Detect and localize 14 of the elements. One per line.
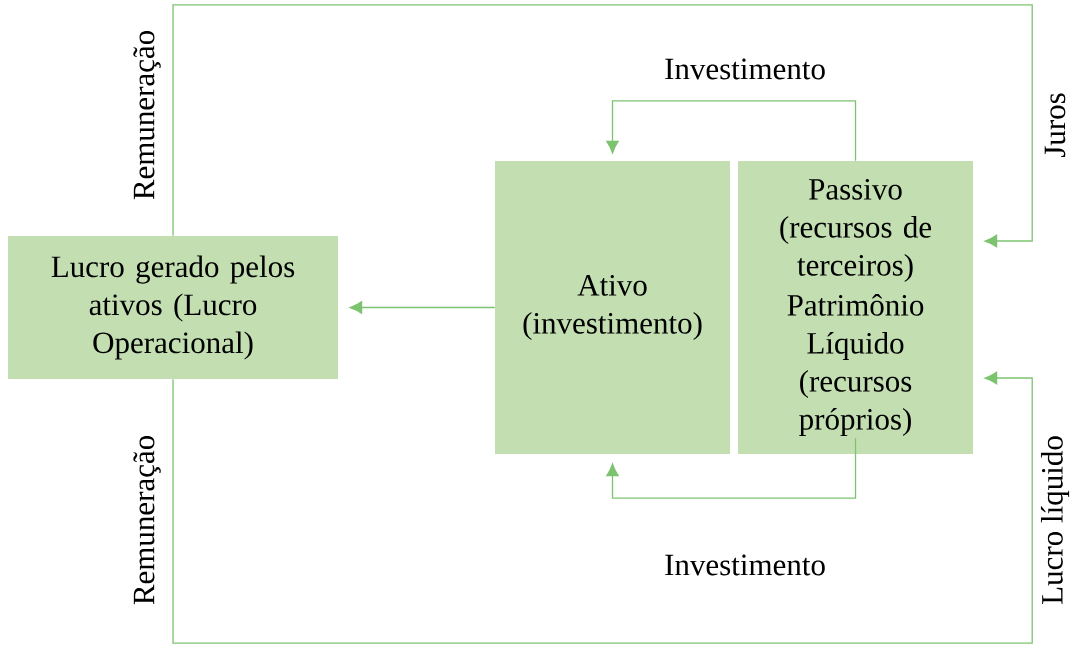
box: Ativo (investimento) [495,161,730,454]
arrow [349,301,496,314]
arrow [606,437,857,499]
box: Lucro gerado pelos ativos (Lucro Operacional) [8,236,338,379]
edge-label: Investimento [665,58,825,80]
edge-label: Investimento [665,554,825,576]
edge-label: Remuneração [133,30,161,200]
arrow [606,100,857,162]
edge-label: Remuneração [133,435,161,605]
label: Juros [1044,93,1066,158]
arrow [172,4,1033,248]
arrow [172,371,1033,644]
box: Passivo (recursos de terceiros) Patrimônio Líquido (recursos próprios) [738,161,973,454]
label: Lucro líquido [1040,436,1070,604]
